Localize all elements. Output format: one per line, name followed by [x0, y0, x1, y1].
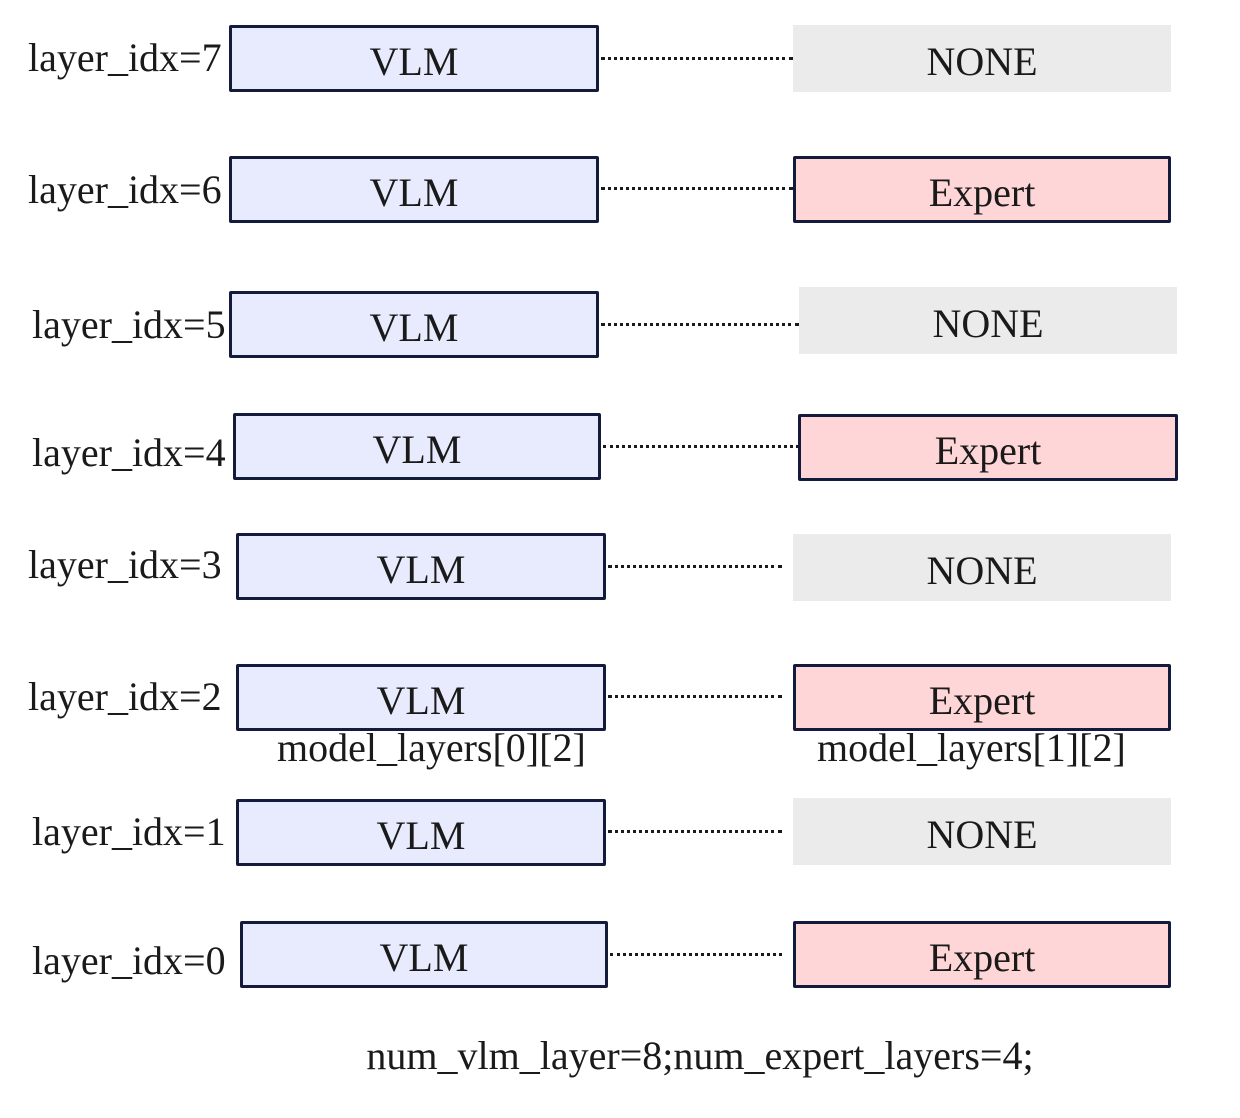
- vlm-box: VLM: [229, 25, 599, 92]
- layer-label: layer_idx=1: [32, 809, 226, 854]
- layer-count-caption: num_vlm_layer=8;num_expert_layers=4;: [366, 1033, 1034, 1078]
- layer-label: layer_idx=6: [28, 167, 222, 212]
- model-layers-right-annotation: model_layers[1][2]: [817, 725, 1126, 770]
- expert-box: Expert: [793, 921, 1171, 988]
- connector-dots: [610, 953, 782, 956]
- layer-label: layer_idx=0: [32, 938, 226, 983]
- vlm-box: VLM: [240, 921, 608, 988]
- connector-dots: [601, 57, 793, 60]
- none-box: NONE: [793, 25, 1171, 92]
- vlm-box: VLM: [229, 291, 599, 358]
- none-box: NONE: [793, 798, 1171, 865]
- connector-dots: [603, 445, 799, 448]
- expert-box: Expert: [793, 664, 1171, 731]
- connector-dots: [601, 323, 799, 326]
- layer-label: layer_idx=2: [28, 674, 222, 719]
- expert-box: Expert: [798, 414, 1178, 481]
- vlm-box: VLM: [229, 156, 599, 223]
- vlm-box: VLM: [236, 533, 606, 600]
- connector-dots: [601, 187, 793, 190]
- connector-dots: [608, 830, 782, 833]
- vlm-box: VLM: [233, 413, 601, 480]
- layer-label: layer_idx=5: [32, 302, 226, 347]
- layer-label: layer_idx=3: [28, 542, 222, 587]
- none-box: NONE: [799, 287, 1177, 354]
- layer-label: layer_idx=7: [28, 35, 222, 80]
- connector-dots: [608, 565, 782, 568]
- layer-label: layer_idx=4: [32, 430, 226, 475]
- vlm-box: VLM: [236, 799, 606, 866]
- vlm-box: VLM: [236, 664, 606, 731]
- expert-box: Expert: [793, 156, 1171, 223]
- model-layers-left-annotation: model_layers[0][2]: [277, 725, 586, 770]
- none-box: NONE: [793, 534, 1171, 601]
- connector-dots: [608, 695, 782, 698]
